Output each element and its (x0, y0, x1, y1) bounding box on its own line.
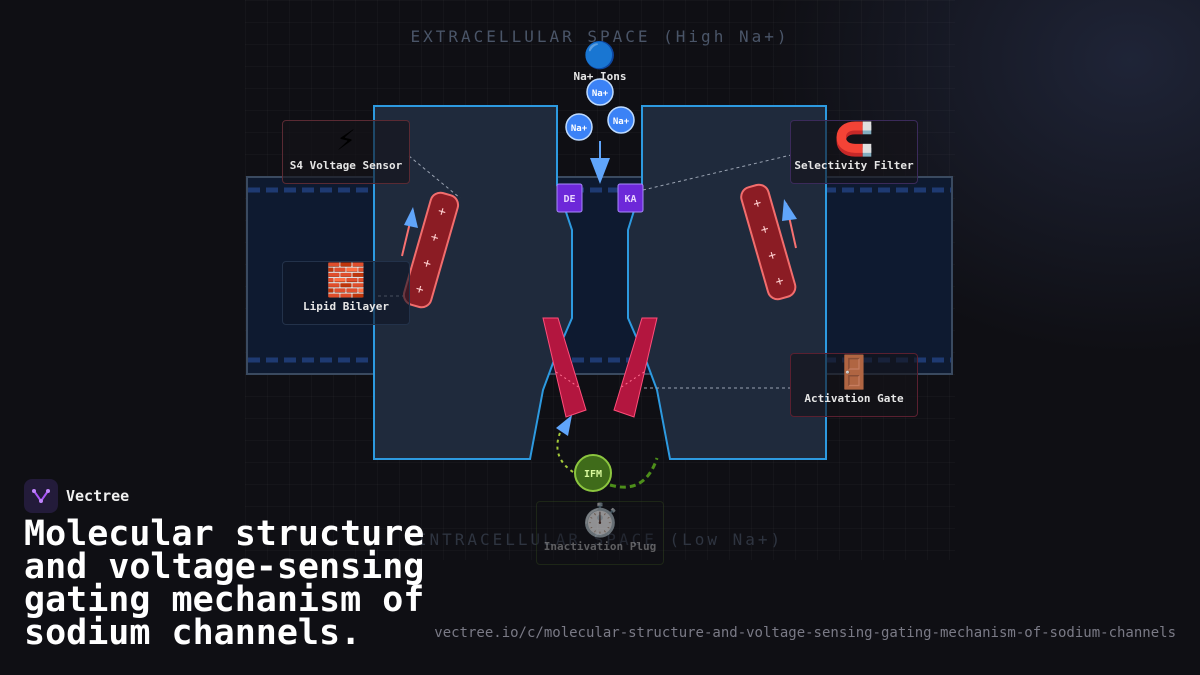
charge-symbol: + (774, 274, 786, 291)
brick-icon: 🧱 (326, 261, 366, 299)
svg-text:Na+: Na+ (592, 89, 609, 99)
vectree-logo-icon (24, 479, 58, 513)
residue-ka-box (617, 183, 644, 213)
callout-label: Na+ Ions (573, 70, 627, 83)
ifm-label: IFM (584, 469, 602, 480)
svg-text:Na+: Na+ (613, 117, 630, 127)
s4-right-arrowhead (782, 199, 797, 221)
callout-label: Lipid Bilayer (302, 300, 390, 313)
page-title: Molecular structure and voltage-sensing … (24, 514, 425, 653)
svg-text:Na+: Na+ (571, 124, 588, 134)
charge-symbol: + (429, 230, 441, 247)
s4-sensor-left: + + + + (402, 191, 460, 309)
s4-sensor-right: + + + + (740, 183, 797, 301)
extracellular-space-label: EXTRACELLULAR SPACE (High Na+) (410, 27, 790, 46)
callout-label: Activation Gate (804, 392, 904, 405)
callout-lipid-bilayer: 🧱 Lipid Bilayer (282, 261, 410, 325)
brand-name: Vectree (66, 487, 130, 505)
charge-symbol: + (759, 222, 771, 239)
page-url[interactable]: vectree.io/c/molecular-structure-and-vol… (434, 625, 1176, 641)
intracellular-space-label: INTRACELLULAR SPACE (Low Na+) (416, 530, 784, 549)
residue-de-box (556, 183, 583, 213)
residue-de-label: DE (563, 194, 575, 205)
callout-label: S4 Voltage Sensor (289, 159, 403, 172)
ifm-swing-arrowhead (556, 415, 572, 436)
callout-selectivity-filter: 🧲 Selectivity Filter (790, 120, 918, 184)
lightning-icon: ⚡ (336, 120, 356, 158)
ifm-swing-path-right (609, 457, 659, 489)
callout-s4-voltage-sensor: ⚡ S4 Voltage Sensor (282, 120, 410, 184)
activation-gate-right (613, 317, 658, 418)
activation-gate-left (542, 317, 587, 418)
residue-ka-label: KA (624, 194, 636, 205)
na-ion: Na+ (586, 78, 614, 106)
door-icon: 🚪 (834, 353, 874, 391)
ifm-motif (574, 454, 612, 492)
filter-leader-line (642, 154, 792, 191)
callout-label: Inactivation Plug (543, 540, 657, 553)
s4-left-arrowhead (404, 207, 418, 228)
magnet-icon: 🧲 (834, 120, 874, 158)
charge-symbol: + (752, 196, 764, 213)
blue-circle-icon: 🔵 (583, 41, 617, 71)
callout-na-ions: 🔵 Na+ Ions (536, 40, 664, 86)
charge-symbol: + (766, 248, 778, 265)
callout-label: Selectivity Filter (794, 159, 914, 172)
callout-inactivation-plug: ⏱️ Inactivation Plug (536, 501, 664, 565)
callout-activation-gate: 🚪 Activation Gate (790, 353, 918, 417)
stopwatch-icon: ⏱️ (580, 501, 620, 539)
s4-leader-line (408, 155, 461, 199)
ion-flow-arrowhead (590, 158, 610, 184)
charge-symbol: + (414, 282, 426, 299)
brand: Vectree (24, 479, 129, 513)
charge-symbol: + (436, 204, 448, 221)
na-ion: Na+ (565, 113, 593, 141)
na-ion: Na+ (607, 106, 635, 134)
charge-symbol: + (421, 256, 433, 273)
